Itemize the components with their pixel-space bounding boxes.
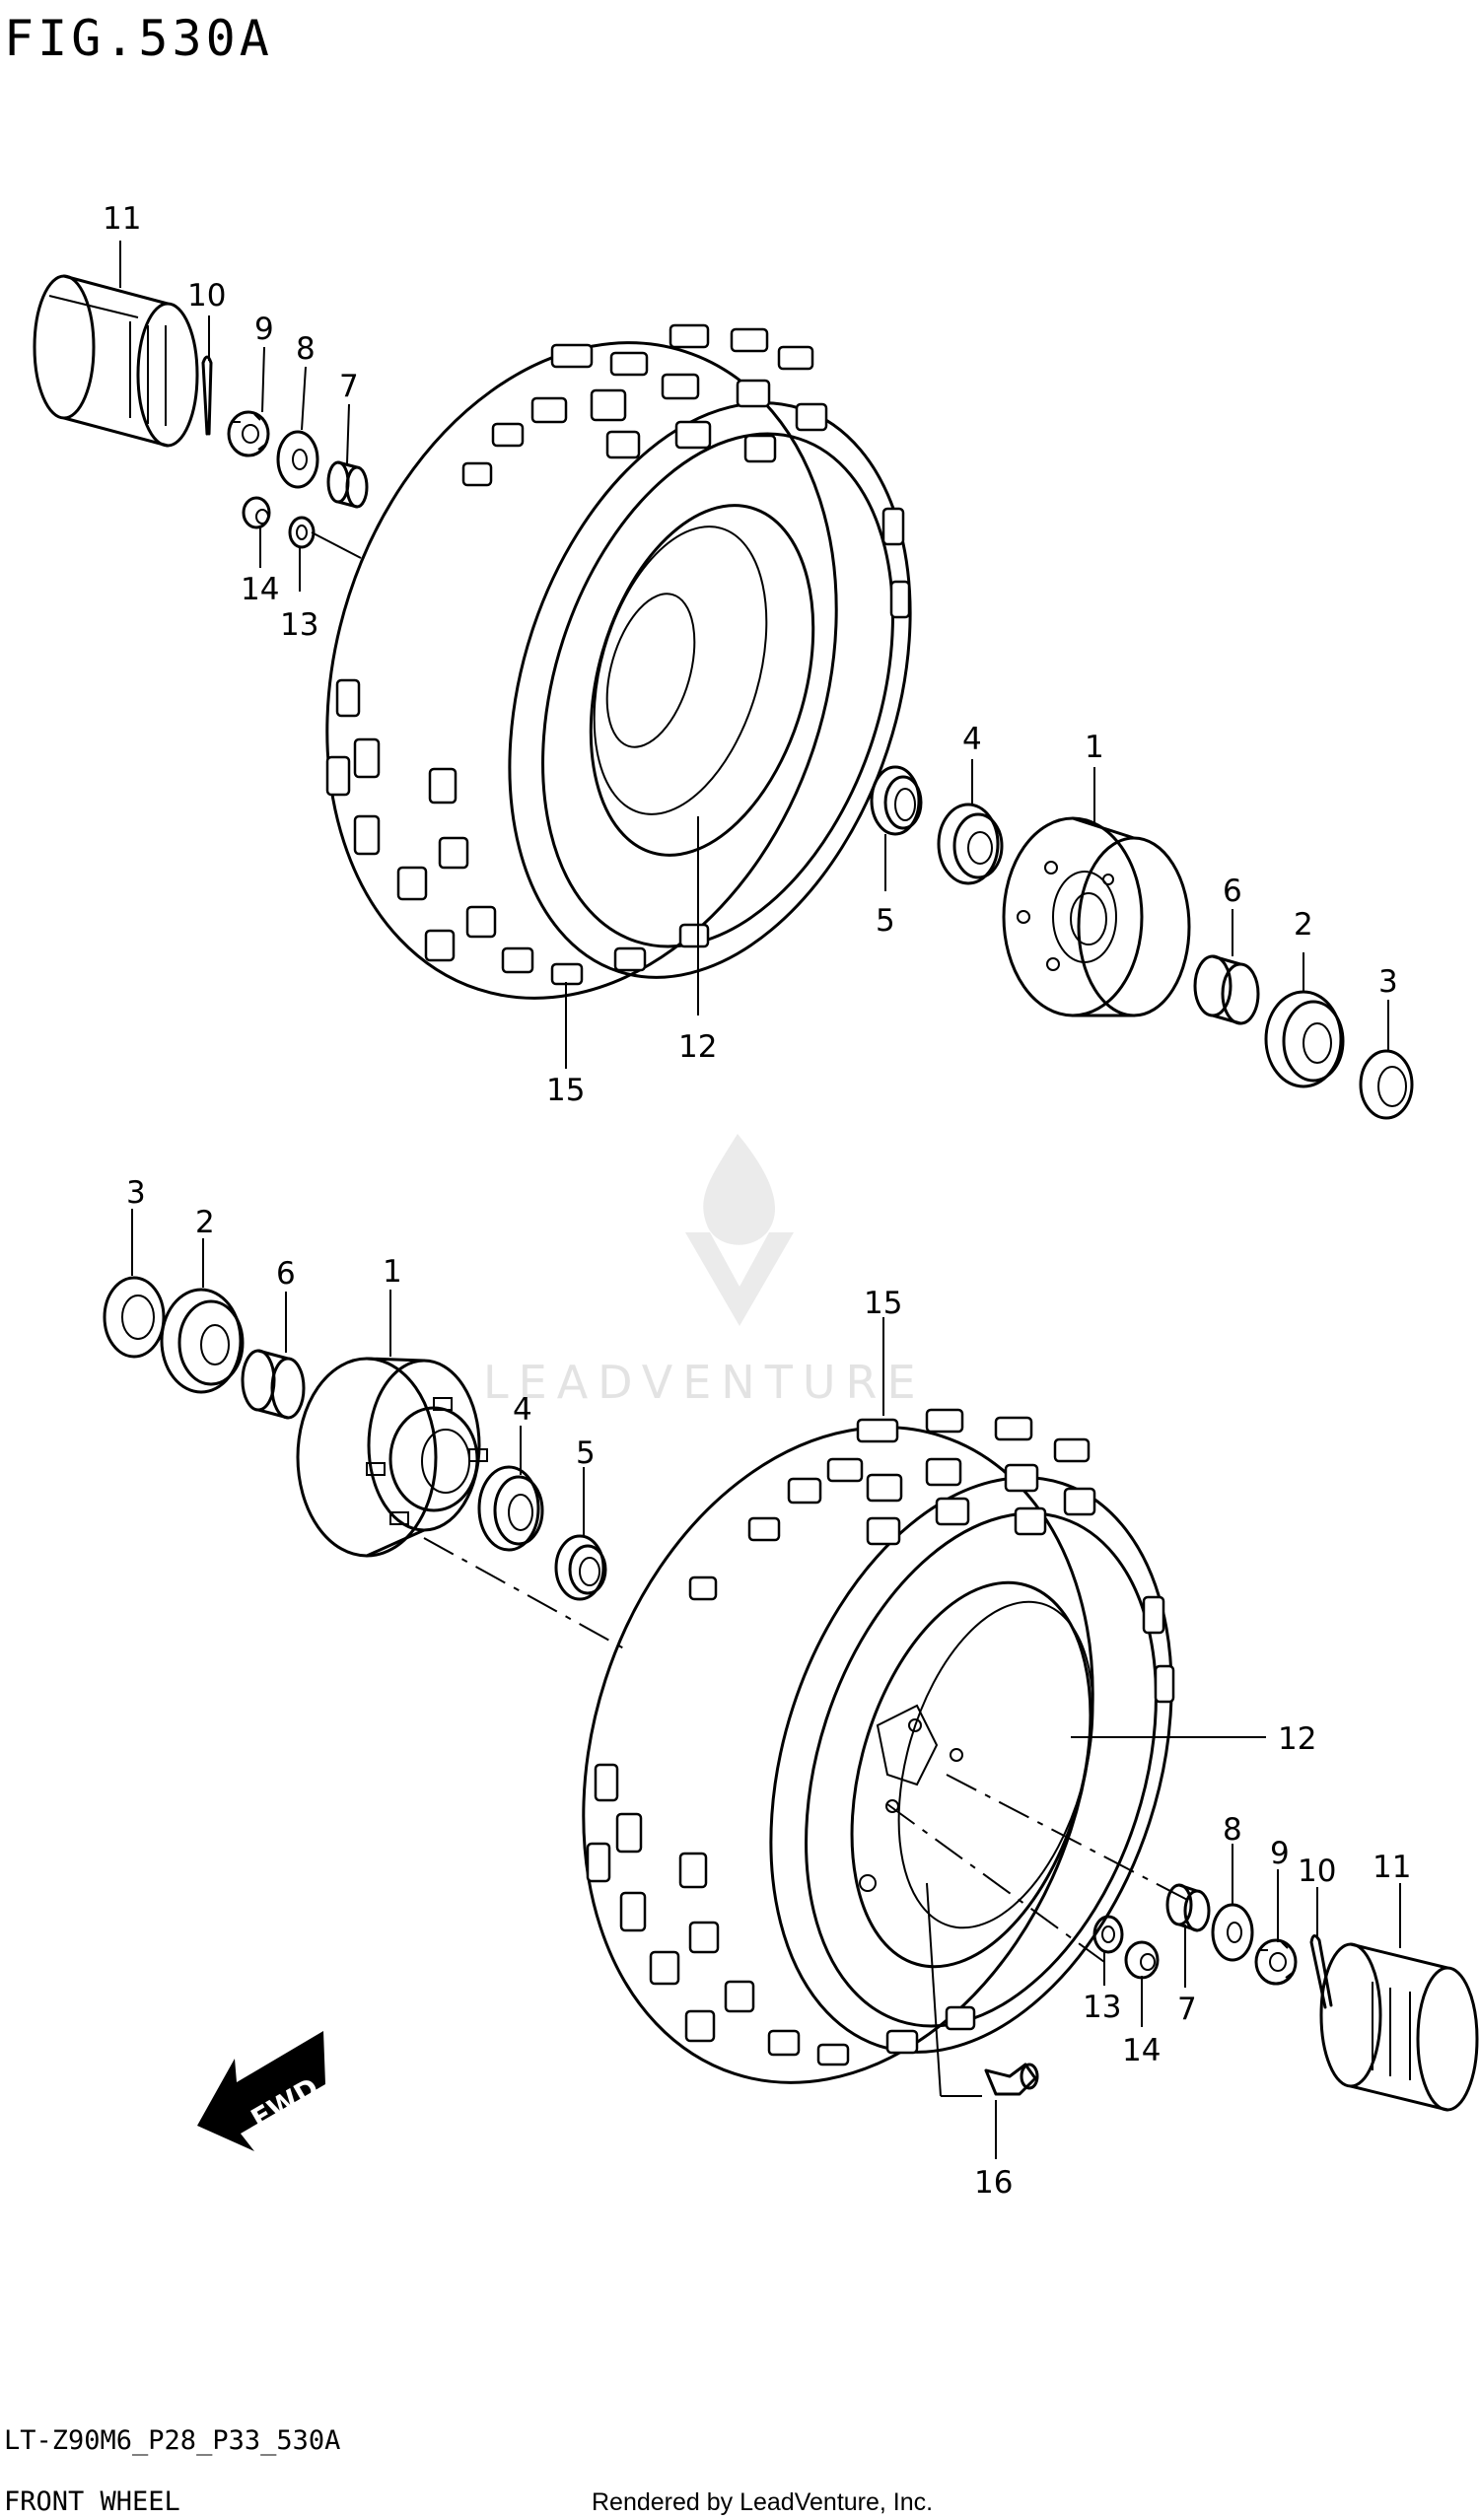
bearing-outer-bottom — [160, 1288, 245, 1394]
castle-nut-bottom — [1254, 1938, 1298, 1986]
spacer-hub-bottom — [241, 1349, 306, 1420]
model-code: LT-Z90M6_P28_P33_530A — [4, 2425, 340, 2456]
wheel-hub-bottom — [296, 1357, 488, 1558]
callout-top-13: 13 — [280, 607, 318, 643]
stud-line-bottom — [886, 1803, 1105, 1963]
hub-cap-bottom — [1319, 1942, 1479, 2112]
oil-seal-outer-top — [1359, 1049, 1414, 1120]
tread-pattern-bottom — [586, 1408, 1175, 2066]
callout-bottom-6: 6 — [276, 1256, 296, 1292]
leader-lines-top — [119, 241, 1389, 1069]
callout-bottom-7: 7 — [1177, 1992, 1197, 2027]
callout-bottom-11: 11 — [1373, 1850, 1411, 1885]
bearing-top — [937, 803, 1004, 885]
spacer-hub-top — [1193, 954, 1260, 1025]
callout-bottom-4: 4 — [513, 1392, 532, 1428]
callout-top-6: 6 — [1223, 874, 1242, 909]
callout-bottom-15: 15 — [864, 1286, 902, 1321]
top-assembly: 11 10 9 8 7 14 13 4 1 5 6 2 3 12 15 — [33, 201, 1414, 1120]
callout-bottom-5: 5 — [576, 1435, 596, 1471]
bottom-assembly: FWD 3 2 6 1 4 5 15 — [103, 1175, 1479, 2201]
bearing-outer-top — [1264, 990, 1345, 1088]
callout-bottom-9: 9 — [1270, 1836, 1290, 1871]
oil-seal-bottom — [554, 1534, 607, 1601]
wheel-hub-top — [1002, 816, 1191, 1017]
callout-top-8: 8 — [296, 331, 316, 367]
callout-top-1: 1 — [1085, 730, 1104, 765]
forward-direction-arrow: FWD — [197, 2031, 325, 2151]
leader-lines-bottom — [131, 1209, 1401, 2159]
callout-top-5: 5 — [876, 903, 895, 939]
small-washer-bottom — [1092, 1915, 1124, 1954]
washer-top — [276, 430, 319, 489]
washer-bottom — [1211, 1903, 1254, 1962]
callout-top-7: 7 — [339, 369, 359, 404]
bearing-bottom — [477, 1465, 544, 1552]
nut-bottom — [1124, 1940, 1160, 1980]
figure-title: FIG.530A — [4, 10, 273, 67]
callout-bottom-8: 8 — [1223, 1812, 1242, 1848]
spacer-bottom — [1165, 1883, 1211, 1932]
callout-top-3: 3 — [1378, 964, 1398, 1000]
tire-top — [325, 323, 912, 1000]
callout-bottom-1: 1 — [383, 1254, 402, 1290]
cotter-pin-top — [201, 355, 213, 436]
callout-top-15: 15 — [546, 1073, 585, 1108]
nut-top — [242, 496, 271, 529]
oil-seal-top — [870, 765, 923, 836]
callout-top-10: 10 — [187, 278, 226, 314]
callout-bottom-13: 13 — [1083, 1990, 1121, 2025]
callout-top-2: 2 — [1294, 907, 1313, 943]
oil-seal-outer-bottom — [103, 1276, 166, 1359]
callout-top-4: 4 — [962, 722, 982, 757]
render-credit: Rendered by LeadVenture, Inc. — [592, 2488, 933, 2516]
watermark: LEADVENTURE — [483, 1134, 926, 1409]
callout-bottom-2: 2 — [195, 1205, 215, 1240]
section-name: FRONT WHEEL — [4, 2486, 180, 2517]
tire-valve — [984, 2063, 1039, 2096]
small-washer-top — [288, 516, 316, 549]
watermark-text: LEADVENTURE — [483, 1356, 926, 1409]
axle-centerline-bottom-2 — [946, 1774, 1194, 1904]
callout-top-14: 14 — [241, 572, 279, 607]
callout-top-11: 11 — [103, 201, 141, 237]
castle-nut-top — [227, 410, 270, 457]
axle-centerline-bottom — [423, 1537, 632, 1653]
tread-pattern-top — [325, 323, 911, 986]
callout-top-9: 9 — [254, 312, 274, 347]
callout-bottom-16: 16 — [974, 2165, 1013, 2201]
hub-cap-top — [33, 274, 199, 448]
callout-bottom-14: 14 — [1122, 2033, 1161, 2068]
callout-top-12: 12 — [678, 1029, 717, 1065]
callout-bottom-3: 3 — [126, 1175, 146, 1211]
callout-bottom-10: 10 — [1298, 1854, 1336, 1889]
tire-bottom — [582, 1408, 1175, 2084]
spacer-top — [326, 460, 369, 509]
callout-bottom-12: 12 — [1278, 1721, 1316, 1757]
